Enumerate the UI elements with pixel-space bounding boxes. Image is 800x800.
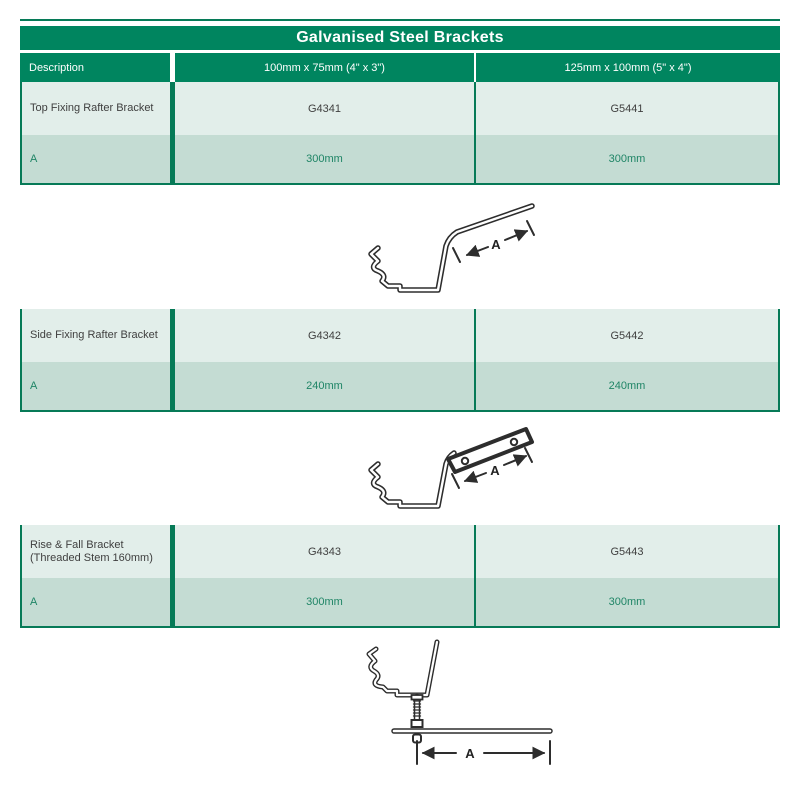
table-row: A 300mm 300mm [22, 578, 778, 626]
column-header-size-125x100: 125mm x 100mm (5" x 4") [476, 53, 780, 82]
dimension-label-cell: A [30, 379, 38, 392]
dimension-label-cell: A [30, 595, 38, 608]
column-header-description: Description [20, 53, 170, 82]
table-header-row: Description 100mm x 75mm (4" x 3") 125mm… [20, 53, 780, 82]
table-row: Side Fixing Rafter Bracket G4342 G5442 [22, 309, 778, 362]
dimension-a-label: A [465, 746, 475, 761]
product-name: Side Fixing Rafter Bracket [30, 329, 158, 341]
product-code-cell: G4342 [307, 329, 342, 342]
column-divider [170, 362, 175, 410]
table-row: Rise & Fall Bracket (Threaded Stem 160mm… [22, 525, 778, 578]
product-name: Top Fixing Rafter Bracket [30, 102, 154, 114]
column-divider [474, 525, 476, 578]
product-code-cell: G4343 [307, 545, 342, 558]
table-row: A 240mm 240mm [22, 362, 778, 410]
top-fixing-rafter-bracket-diagram: A [368, 198, 553, 310]
section-side-fixing-rafter-bracket: Side Fixing Rafter Bracket G4342 G5442 A… [20, 309, 780, 412]
column-divider [474, 309, 476, 362]
column-divider [474, 82, 476, 135]
top-rule-divider [20, 19, 780, 21]
column-divider [474, 135, 476, 183]
column-divider [170, 578, 175, 626]
dimension-label-cell: A [30, 152, 38, 165]
dimension-value-cell: 300mm [306, 153, 343, 165]
column-divider [474, 578, 476, 626]
header-gap [474, 53, 476, 82]
column-divider [170, 82, 175, 135]
product-code-cell: G4341 [307, 102, 342, 115]
product-name-cell: Side Fixing Rafter Bracket [22, 309, 170, 362]
section-rise-and-fall-bracket: Rise & Fall Bracket (Threaded Stem 160mm… [20, 525, 780, 628]
product-name: Rise & Fall Bracket [30, 538, 124, 551]
product-name-cell: Rise & Fall Bracket (Threaded Stem 160mm… [22, 525, 170, 578]
table-row: A 300mm 300mm [22, 135, 778, 183]
column-divider [170, 135, 175, 183]
product-name-cell: Top Fixing Rafter Bracket [22, 82, 170, 135]
column-divider [170, 525, 175, 578]
column-divider [170, 309, 175, 362]
dimension-value-cell: 300mm [608, 153, 646, 165]
page-title: Galvanised Steel Brackets [20, 26, 780, 50]
product-code-cell: G5443 [610, 545, 644, 558]
product-code-cell: G5441 [610, 102, 644, 115]
column-divider [474, 362, 476, 410]
header-gap [170, 53, 175, 82]
product-code-cell: G5442 [610, 329, 644, 342]
product-name-note: (Threaded Stem 160mm) [30, 551, 153, 564]
table-row: Top Fixing Rafter Bracket G4341 G5441 [22, 82, 778, 135]
rise-and-fall-bracket-diagram: A [298, 636, 563, 771]
section-top-fixing-rafter-bracket: Top Fixing Rafter Bracket G4341 G5441 A … [20, 82, 780, 185]
dimension-a-label: A [491, 237, 501, 252]
dimension-value-cell: 300mm [306, 596, 343, 608]
column-header-size-100x75: 100mm x 75mm (4" x 3") [175, 53, 474, 82]
side-fixing-rafter-bracket-diagram: A [368, 418, 553, 523]
dimension-a-label: A [490, 463, 500, 478]
dimension-value-cell: 240mm [608, 380, 646, 392]
dimension-value-cell: 300mm [608, 596, 646, 608]
dimension-value-cell: 240mm [306, 380, 343, 392]
